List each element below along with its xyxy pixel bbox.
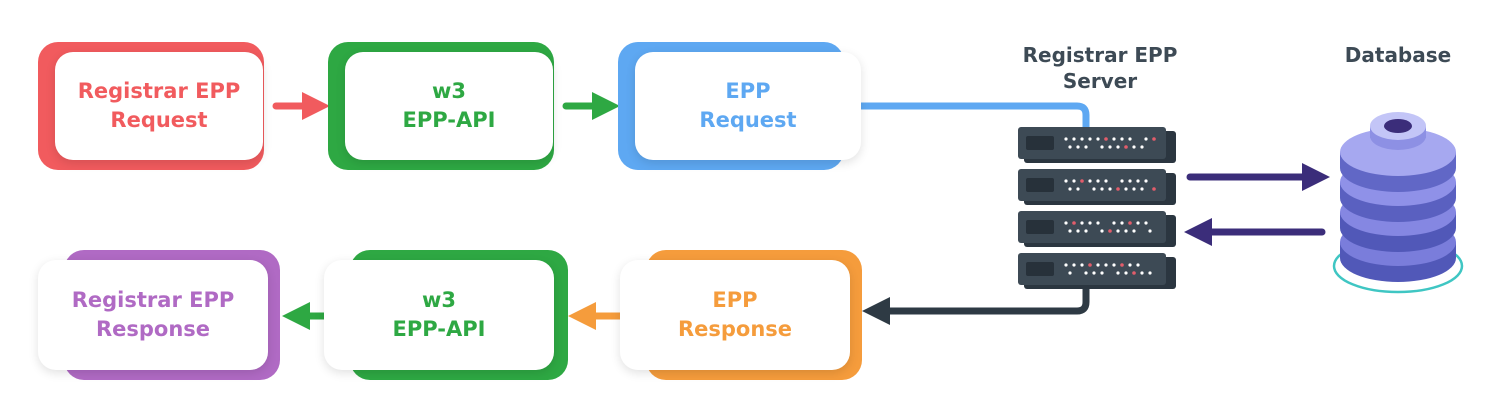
epp-response-line2: Response [677,317,793,341]
epp-response-line1: EPP [712,288,758,312]
server-heading: Registrar EPP Server [1002,42,1198,94]
epp-request-line2: Request [699,108,797,132]
server-unit-4 [1018,253,1176,289]
api-response-line2: EPP-API [392,317,486,341]
api-request-line1: w3 [431,79,466,103]
server-rack-icon [1018,127,1176,289]
server-heading-line2: Server [1062,69,1138,93]
registrar-epp-response-box: Registrar EPP Response [38,250,280,380]
registrar-epp-request-box: Registrar EPP Request [38,42,264,170]
server-unit-2 [1018,169,1176,205]
database-heading: Database [1344,43,1452,67]
database-disk-1 [1340,112,1456,192]
line-epp-request-to-server [852,102,1090,132]
server-unit-1 [1018,127,1176,163]
registrar-response-line1: Registrar EPP [71,288,235,312]
database-icon [1332,112,1464,294]
w3-epp-api-request-box: w3 EPP-API [328,42,554,170]
w3-epp-api-response-box: w3 EPP-API [324,250,568,380]
server-heading-line1: Registrar EPP [1022,43,1178,67]
registrar-response-line2: Response [95,317,211,341]
arrow-server-to-epp-response [862,284,1090,325]
api-request-line2: EPP-API [402,108,496,132]
api-response-line1: w3 [421,288,456,312]
epp-request-line1: EPP [725,79,771,103]
server-unit-3 [1018,211,1176,247]
registrar-request-line2: Request [110,108,208,132]
registrar-request-line1: Registrar EPP [77,79,241,103]
epp-response-box: EPP Response [620,250,862,380]
epp-request-box: EPP Request [618,42,861,170]
